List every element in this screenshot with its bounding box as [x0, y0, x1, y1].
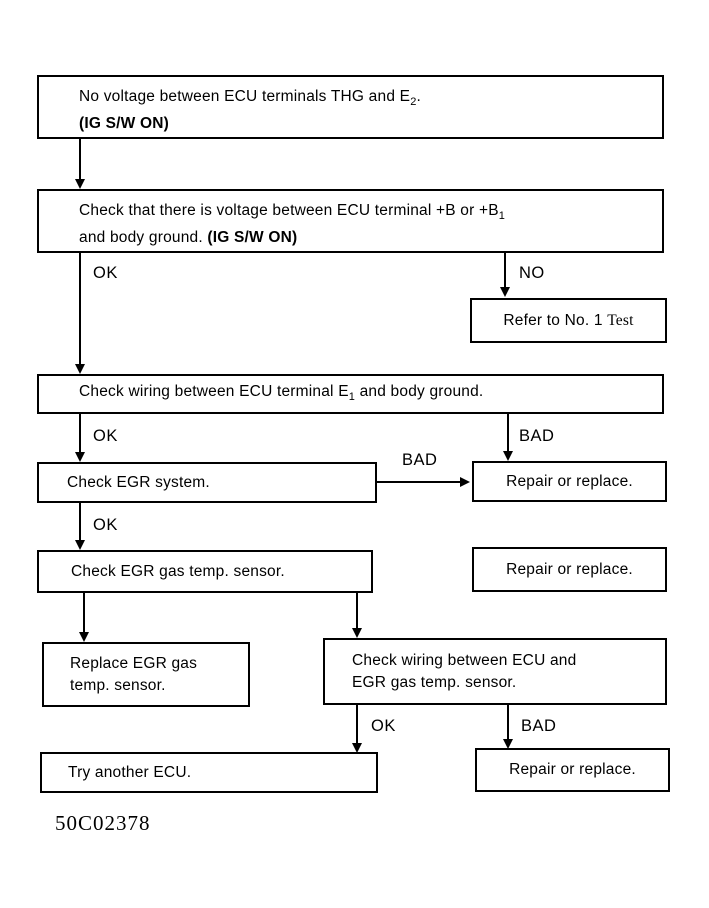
flow-box-repair-or-replace-1: Repair or replace. — [472, 461, 667, 502]
connector-box2-refer — [504, 253, 506, 289]
connector-box5-box6-arrowhead — [79, 632, 89, 642]
flow-box-check-wiring-ecu-sensor-line1: Check wiring between ECU and — [352, 652, 577, 669]
connector-box7-repair3-arrowhead — [503, 739, 513, 749]
flow-box-replace-sensor-line2: temp. sensor. — [70, 677, 166, 694]
flow-box-check-egr-system: Check EGR system. — [37, 462, 377, 503]
connector-box3-repair1 — [507, 414, 509, 453]
connector-box5-box7 — [356, 593, 358, 630]
flow-box-no-voltage-line2: (IG S/W ON) — [79, 115, 170, 132]
connector-box2-refer-arrowhead — [500, 287, 510, 297]
flow-box-try-another-ecu: Try another ECU. — [40, 752, 378, 793]
connector-box2-box3 — [79, 253, 81, 366]
subscript-1b: 1 — [348, 390, 356, 403]
flow-box-repair-or-replace-2: Repair or replace. — [472, 547, 667, 592]
flow-box-try-another-ecu-label: Try another ECU. — [68, 763, 192, 781]
connector-box4-box5 — [79, 503, 81, 542]
subscript-1: 1 — [498, 210, 506, 222]
edge-label-ok-4: OK — [371, 717, 396, 735]
connector-box7-box8 — [356, 705, 358, 745]
connector-box3-repair1-arrowhead — [503, 451, 513, 461]
flow-box-check-voltage-line2: and body ground. (IG S/W ON) — [79, 229, 298, 246]
connector-box3-box4 — [79, 414, 81, 454]
connector-box7-repair3 — [507, 705, 509, 741]
flow-box-check-egr-gas-temp-sensor-label: Check EGR gas temp. sensor. — [71, 562, 285, 580]
connector-box1-box2-arrowhead — [75, 179, 85, 189]
connector-box4-repair1 — [377, 481, 462, 483]
flow-box-check-wiring-ecu-sensor-line2: EGR gas temp. sensor. — [352, 674, 517, 691]
connector-box3-box4-arrowhead — [75, 452, 85, 462]
edge-label-bad-1: BAD — [519, 427, 555, 445]
flow-box-check-egr-system-label: Check EGR system. — [67, 473, 210, 491]
connector-box1-box2 — [79, 139, 81, 181]
flow-box-no-voltage-line1: No voltage between ECU terminals THG and… — [79, 88, 422, 108]
flow-box-check-egr-gas-temp-sensor: Check EGR gas temp. sensor. — [37, 550, 373, 593]
flow-box-repair-or-replace-3: Repair or replace. — [475, 748, 670, 792]
flow-box-check-wiring-e1-label: Check wiring between ECU terminal E1 and… — [79, 382, 484, 403]
edge-label-ok-1: OK — [93, 264, 118, 282]
connector-box5-box7-arrowhead — [352, 628, 362, 638]
flow-box-repair-or-replace-2-label: Repair or replace. — [506, 560, 633, 578]
edge-label-ok-3: OK — [93, 516, 118, 534]
flow-box-check-voltage-line1: Check that there is voltage between ECU … — [79, 202, 506, 222]
connector-box5-box6 — [83, 593, 85, 634]
connector-box4-box5-arrowhead — [75, 540, 85, 550]
flow-box-replace-sensor-line1: Replace EGR gas — [70, 655, 198, 672]
flow-box-check-wiring-ecu-sensor: Check wiring between ECU and EGR gas tem… — [323, 638, 667, 705]
connector-box7-box8-arrowhead — [352, 743, 362, 753]
flow-box-check-voltage: Check that there is voltage between ECU … — [37, 189, 664, 253]
connector-box2-box3-arrowhead — [75, 364, 85, 374]
flow-box-refer-test-label: Refer to No. 1 Test — [503, 311, 634, 329]
edge-label-bad-2: BAD — [402, 451, 438, 469]
edge-label-bad-3: BAD — [521, 717, 557, 735]
flow-box-replace-sensor: Replace EGR gas temp. sensor. — [42, 642, 250, 707]
connector-box4-repair1-arrowhead — [460, 477, 470, 487]
figure-code: 50C02378 — [55, 811, 151, 835]
subscript-2: 2 — [410, 96, 417, 108]
flow-box-check-wiring-e1: Check wiring between ECU terminal E1 and… — [37, 374, 664, 414]
flow-box-repair-or-replace-3-label: Repair or replace. — [509, 761, 636, 778]
flow-box-refer-test: Refer to No. 1 Test — [470, 298, 667, 343]
flow-box-no-voltage: No voltage between ECU terminals THG and… — [37, 75, 664, 139]
edge-label-ok-2: OK — [93, 427, 118, 445]
edge-label-no: NO — [519, 264, 545, 282]
flow-box-repair-or-replace-1-label: Repair or replace. — [506, 472, 633, 490]
